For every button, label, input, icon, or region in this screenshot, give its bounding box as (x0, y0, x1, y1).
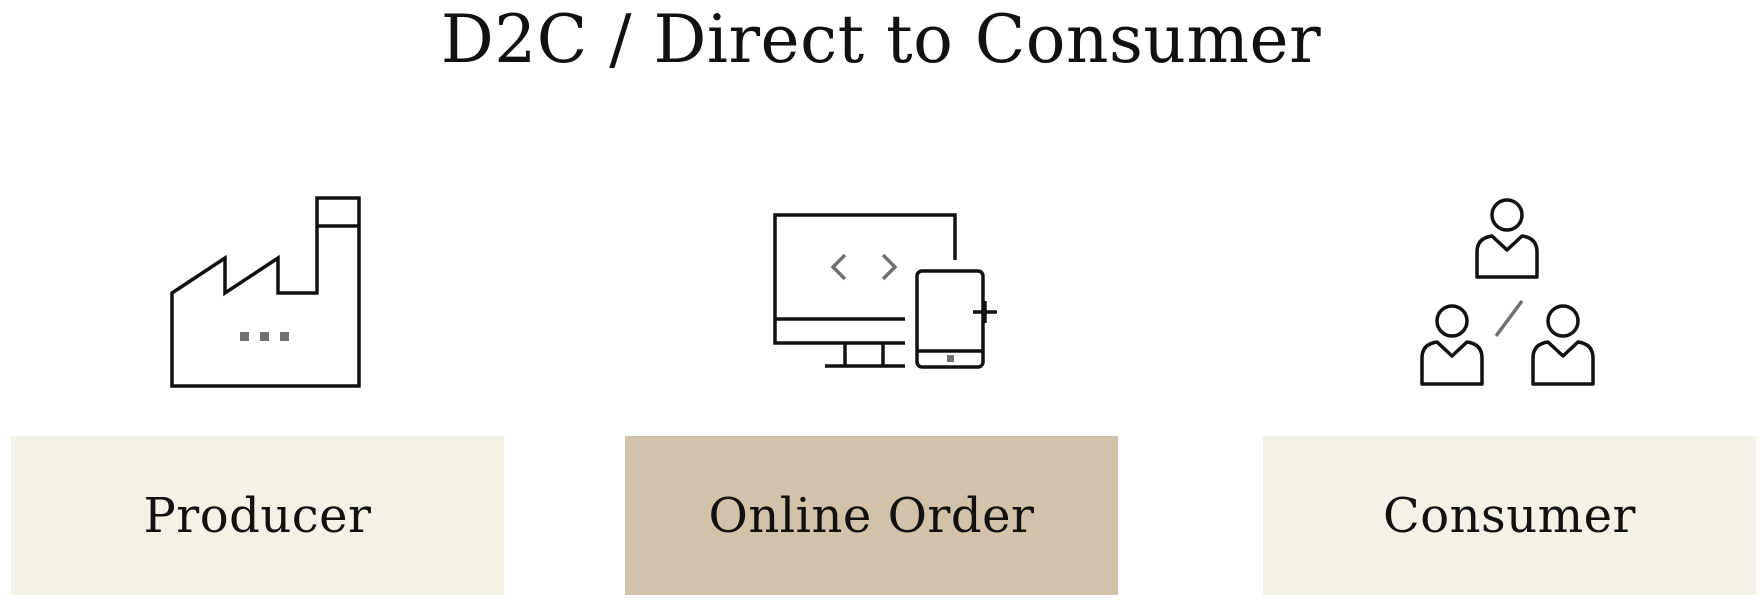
producer-label: Producer (143, 487, 372, 544)
people-group-icon (1420, 198, 1595, 386)
desktop-mobile-icon (773, 213, 997, 369)
page-title: D2C / Direct to Consumer (440, 1, 1322, 78)
online-order-box: Online Order (625, 436, 1118, 595)
producer-box: Producer (11, 436, 504, 595)
online-order-label: Online Order (708, 487, 1035, 544)
consumer-box: Consumer (1263, 436, 1756, 595)
factory-icon (170, 196, 361, 388)
consumer-label: Consumer (1383, 487, 1636, 544)
